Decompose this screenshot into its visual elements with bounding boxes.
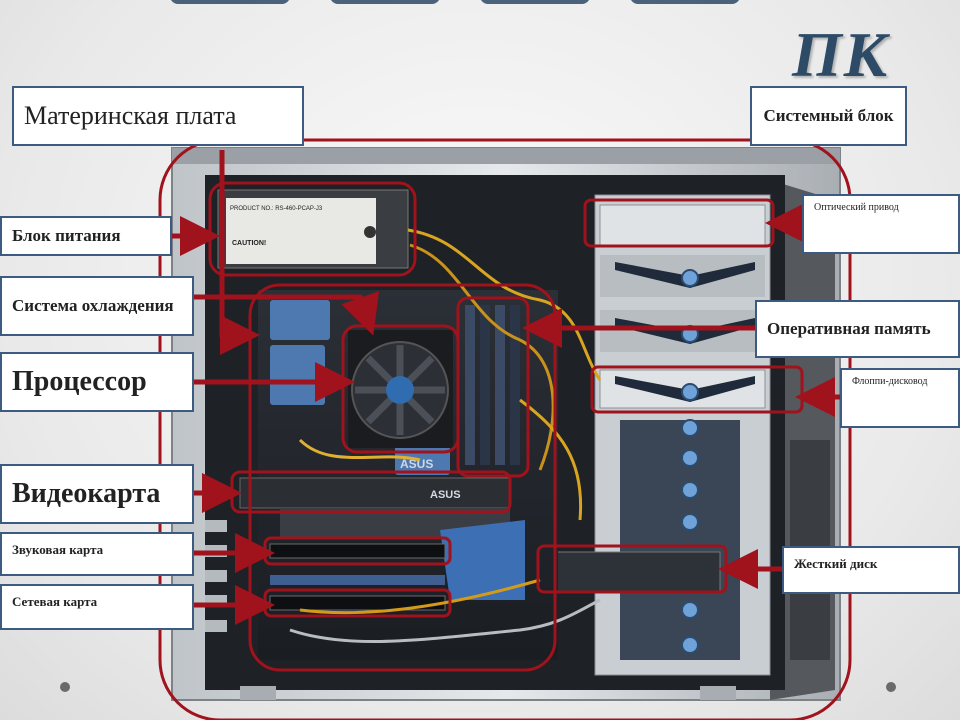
psu-sticker-brand: CAUTION! xyxy=(232,240,266,247)
case-foot-right xyxy=(700,686,736,700)
psu-sticker-model: PRODUCT NO.: RS-460-PCAP-J3 xyxy=(230,206,323,212)
ram-modules xyxy=(465,305,520,465)
psu-sticker xyxy=(226,198,376,264)
corner-dot-left xyxy=(60,682,70,692)
gpu-shroud xyxy=(440,520,525,600)
case-foot-left xyxy=(240,686,276,700)
ram-outline xyxy=(456,296,530,478)
gpu-card xyxy=(239,477,511,509)
sound-card-slot xyxy=(269,543,446,559)
label-gpu: Видеокарта xyxy=(0,464,194,524)
label-system-unit: Системный блок xyxy=(750,86,907,146)
pointer-arrows xyxy=(172,150,840,625)
corner-dot-right xyxy=(886,682,896,692)
system-unit-outline xyxy=(158,138,852,720)
board-brand-text: ASUS xyxy=(400,457,433,471)
case-top xyxy=(172,148,840,164)
title-fragment-2 xyxy=(330,0,440,4)
label-optical-drive: Оптический привод xyxy=(802,194,960,254)
title-fragment-1 xyxy=(170,0,290,4)
label-cooling-system: Система охлаждения xyxy=(0,276,194,336)
psu-sticker-circle xyxy=(364,226,376,238)
power-cables xyxy=(289,228,602,644)
label-network-card: Сетевая карта xyxy=(0,584,194,630)
hdd-unit xyxy=(544,551,721,593)
label-sound-card: Звуковая карта xyxy=(0,532,194,576)
label-hdd: Жесткий диск xyxy=(782,546,960,594)
cooler-hub xyxy=(386,376,414,404)
label-ram: Оперативная память xyxy=(755,300,960,358)
label-floppy: Флоппи-дисковод xyxy=(840,368,960,428)
pci-slot xyxy=(270,575,445,585)
motherboard-heatsinks xyxy=(270,300,450,475)
title-fragment-4 xyxy=(630,0,740,4)
page-heading: ПК xyxy=(792,19,890,90)
arrow-cooling xyxy=(194,291,380,336)
arrow-motherboard xyxy=(219,150,260,355)
drive-bays xyxy=(599,204,766,660)
gpu-brand-text: ASUS xyxy=(430,489,461,501)
label-cpu: Процессор xyxy=(0,352,194,412)
motherboard-outline xyxy=(248,283,557,672)
label-motherboard: Материнская плата xyxy=(12,86,304,146)
label-power-supply: Блок питания xyxy=(0,216,172,256)
title-fragment-3 xyxy=(480,0,590,4)
